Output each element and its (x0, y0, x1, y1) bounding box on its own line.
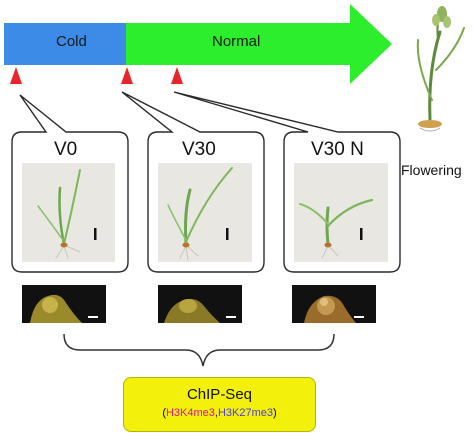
condition-label-v30n: V30 N (311, 139, 364, 160)
scale-bar-v0 (94, 228, 97, 240)
apex-image-v0 (22, 285, 106, 323)
marker-v0 (10, 67, 22, 84)
paren-open: ( (162, 407, 166, 419)
grouping-brace (63, 333, 335, 367)
cold-phase-bar (4, 23, 126, 65)
seedling-photo-v30 (158, 163, 252, 262)
seedling-photo-v0 (22, 163, 115, 262)
normal-phase-label: Normal (212, 33, 261, 50)
histone-mark-h3k27me3: H3K27me3 (217, 407, 274, 419)
flowering-plant-illustration (416, 6, 465, 132)
seedling-photo-v30n (294, 163, 388, 262)
seedling-v30 (167, 167, 233, 261)
marker-v30 (121, 67, 133, 84)
normal-phase-arrow (126, 4, 392, 84)
paren-close: ) (273, 407, 277, 419)
condition-label-v0: V0 (54, 139, 78, 160)
mark-separator: , (214, 407, 218, 419)
chip-seq-title: ChIP-Seq (186, 386, 253, 403)
apex-image-v30 (158, 285, 242, 323)
flowering-label: Flowering (401, 162, 462, 178)
chip-seq-box: ChIP-Seq (H3K4me3,H3K27me3) (123, 377, 316, 432)
scale-bar-v30n (360, 228, 363, 240)
marker-v30n (171, 67, 183, 84)
condition-label-v30: V30 (182, 139, 216, 160)
seedling-v30n (299, 198, 374, 259)
seedling-v0 (37, 169, 81, 259)
chip-seq-marks: (H3K4me3,H3K27me3) (124, 407, 315, 419)
scale-bar-v30 (226, 228, 229, 240)
apex-image-v30n (292, 285, 376, 323)
histone-mark-h3k4me3: H3K4me3 (165, 407, 215, 419)
cold-phase-label: Cold (56, 33, 87, 50)
